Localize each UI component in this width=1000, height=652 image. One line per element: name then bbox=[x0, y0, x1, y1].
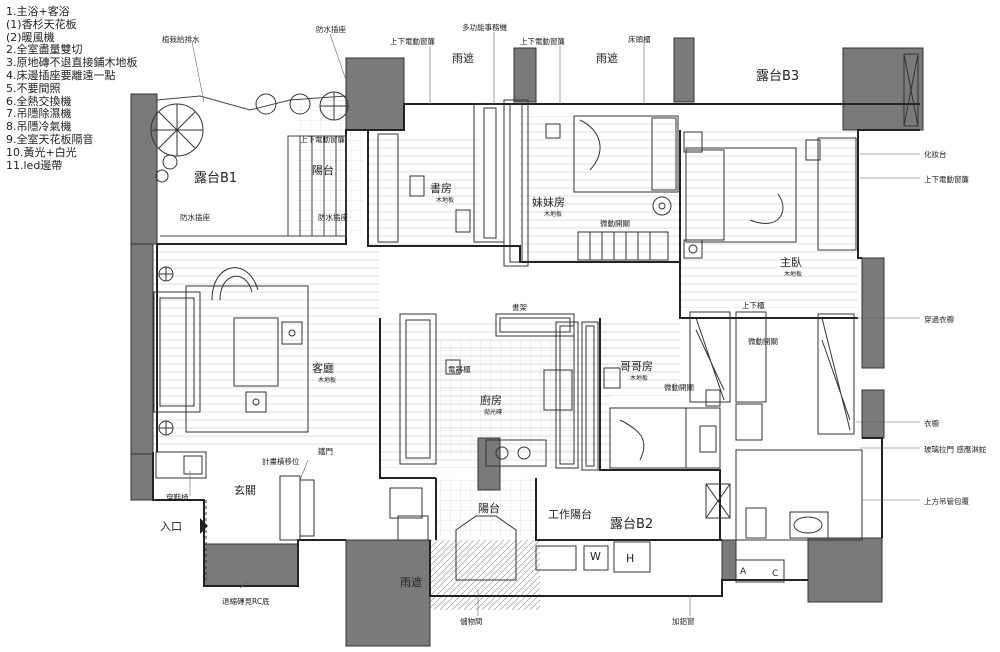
room-label-entrance: 入口 bbox=[160, 520, 182, 533]
note-item: 6.全熱交換機 bbox=[6, 94, 72, 108]
wardrobe bbox=[577, 231, 669, 261]
room-label-brother-room: 哥哥房 bbox=[620, 360, 653, 373]
rain-shelter-label: 雨遮 bbox=[596, 51, 618, 65]
room-floor-master: 木地板 bbox=[784, 270, 802, 278]
room-floor-kitchen: 拋光磚 bbox=[484, 408, 502, 416]
bathroom-fixtures bbox=[705, 449, 863, 541]
room-label-living-room: 客廳 bbox=[312, 361, 334, 375]
ac-symbol-c: C bbox=[772, 569, 778, 579]
room-label-balcony-b3: 露台B3 bbox=[756, 69, 799, 84]
room-label-sister-room: 妹妹房 bbox=[532, 196, 565, 209]
heater-symbol: H bbox=[626, 552, 634, 565]
structural-columns bbox=[130, 37, 924, 647]
callout-sliding-door: 微動開關 bbox=[748, 336, 778, 346]
callout-bookshelf: 書架 bbox=[512, 302, 527, 312]
entrance-furniture bbox=[155, 451, 429, 580]
callout-wardrobe: 衣櫥 bbox=[924, 418, 939, 428]
callout-blinds: 上下電動窗簾 bbox=[300, 134, 345, 144]
callout-rc-wall: 退縮磚見RC底 bbox=[222, 596, 270, 606]
room-label-kitchen: 廚房 bbox=[480, 393, 502, 407]
note-item: 4.床邊插座要離遠一點 bbox=[6, 68, 116, 82]
callout-bedside-cabinet: 床頭櫃 bbox=[628, 34, 651, 44]
callout-leaders bbox=[189, 32, 920, 616]
room-label-master-bedroom: 主臥 bbox=[780, 256, 802, 269]
rug bbox=[185, 285, 309, 433]
plant-icon bbox=[150, 91, 349, 183]
note-item: 10.黃光+白光 bbox=[6, 145, 77, 159]
callout-pipe-cover: 上方吊管包覆 bbox=[924, 496, 969, 506]
master-bedroom-furniture bbox=[683, 131, 857, 441]
callout-waterproof-mid: 防水插座 bbox=[318, 212, 348, 222]
callout-blinds: 上下電動窗簾 bbox=[520, 36, 565, 46]
callout-shower: 玻璃拉門 感應淋蛇 bbox=[924, 444, 987, 454]
callout-labels: 防水插座 植栽給排水 多功能事務機 上下電動窗簾 上下電動窗簾 床頭櫃 上下電動… bbox=[162, 22, 987, 626]
room-label-balcony-b2: 露台B2 bbox=[610, 517, 653, 532]
kitchen-furniture bbox=[399, 313, 579, 469]
note-item: 11.led邊帶 bbox=[6, 158, 63, 172]
note-item: (1)香杉天花板 bbox=[6, 17, 77, 31]
room-floor-living: 木地板 bbox=[318, 376, 336, 384]
note-item: 7.吊隱除濕機 bbox=[6, 107, 72, 121]
callout-electrical-cabinet: 電器櫃 bbox=[448, 364, 471, 374]
vanity bbox=[817, 137, 857, 251]
callout-sliding-door: 微動開關 bbox=[664, 382, 694, 392]
living-room-furniture bbox=[153, 266, 309, 436]
room-label-study: 書房 bbox=[430, 181, 452, 195]
callout-shoe-bench: 穿鞋椅 bbox=[166, 492, 189, 502]
armchair bbox=[211, 267, 259, 301]
bed bbox=[573, 115, 679, 193]
note-item: 1.主浴+客浴 bbox=[6, 5, 70, 18]
callout-electric-box: 計畫橫移位 bbox=[262, 456, 300, 466]
floor-fills bbox=[152, 100, 858, 610]
window-right bbox=[903, 53, 919, 127]
sister-room-furniture bbox=[503, 99, 679, 267]
brother-room-furniture bbox=[581, 321, 721, 471]
callout-planter-water: 植栽給排水 bbox=[162, 34, 200, 44]
rain-shelter-label: 雨遮 bbox=[452, 51, 474, 65]
note-item: 5.不要間照 bbox=[6, 81, 61, 95]
coffee-table bbox=[233, 317, 279, 387]
callout-waterproof-left: 防水插座 bbox=[180, 212, 210, 222]
room-labels: 露台B1 陽台 書房 木地板 妹妹房 木地板 客廳 木地板 廚房 拋光磚 哥哥房… bbox=[160, 69, 802, 533]
room-label-entrance-hall: 玄關 bbox=[234, 483, 256, 497]
kitchen-balcony-furniture bbox=[455, 515, 785, 583]
room-floor-brother: 木地板 bbox=[630, 374, 648, 382]
callout-sliding-door: 微動開關 bbox=[600, 218, 630, 228]
room-label-kitchen-balcony: 陽台 bbox=[478, 501, 500, 515]
callout-vanity: 化妝台 bbox=[924, 149, 947, 159]
walk-in-closet bbox=[817, 313, 855, 435]
note-item: 2.全室盡量雙切 bbox=[6, 43, 83, 57]
callout-waterproof-top: 防水插座 bbox=[316, 24, 346, 34]
callout-multi-purpose: 多功能事務機 bbox=[462, 22, 507, 32]
note-item: 9.全室天花板隔音 bbox=[6, 132, 94, 146]
sofa bbox=[153, 291, 201, 413]
note-item: 8.吊隱冷氣機 bbox=[6, 120, 72, 134]
rain-shelter-label: 雨遮 bbox=[400, 575, 422, 589]
wardrobe bbox=[689, 311, 731, 403]
study-furniture bbox=[377, 103, 505, 243]
room-floor-study: 木地板 bbox=[436, 196, 454, 204]
fixture-labels: 雨遮 雨遮 雨遮 W H A C bbox=[400, 51, 778, 589]
callout-blinds-right: 上下電動窗簾 bbox=[924, 174, 969, 184]
washer-symbol: W bbox=[590, 550, 601, 563]
design-notes-list: 1.主浴+客浴 (1)香杉天花板 (2)暖風機 2.全室盡量雙切 3.原地磚不退… bbox=[6, 5, 138, 172]
callout-aluminum-window: 加鋁窗 bbox=[672, 616, 695, 626]
entrance-arrow-icon bbox=[200, 518, 208, 534]
ac-symbol-a: A bbox=[740, 567, 747, 577]
callout-upper-lower-cabinet: 上下櫃 bbox=[742, 300, 765, 310]
room-label-balcony: 陽台 bbox=[312, 163, 334, 177]
callout-storage: 儲物間 bbox=[460, 616, 483, 626]
bed bbox=[609, 407, 721, 469]
callout-blinds: 上下電動窗簾 bbox=[390, 36, 435, 46]
callout-walk-in: 穿過衣櫥 bbox=[924, 314, 954, 324]
room-label-service-balcony: 工作陽台 bbox=[548, 507, 592, 521]
room-floor-sister: 木地板 bbox=[544, 210, 562, 218]
balcony-b1-railing bbox=[156, 95, 347, 237]
room-label-balcony-b1: 露台B1 bbox=[194, 171, 237, 186]
note-item: 3.原地磚不退直接鋪木地板 bbox=[6, 56, 138, 70]
callout-gate: 鐵門 bbox=[318, 446, 333, 456]
note-item: (2)暖風機 bbox=[6, 30, 55, 44]
